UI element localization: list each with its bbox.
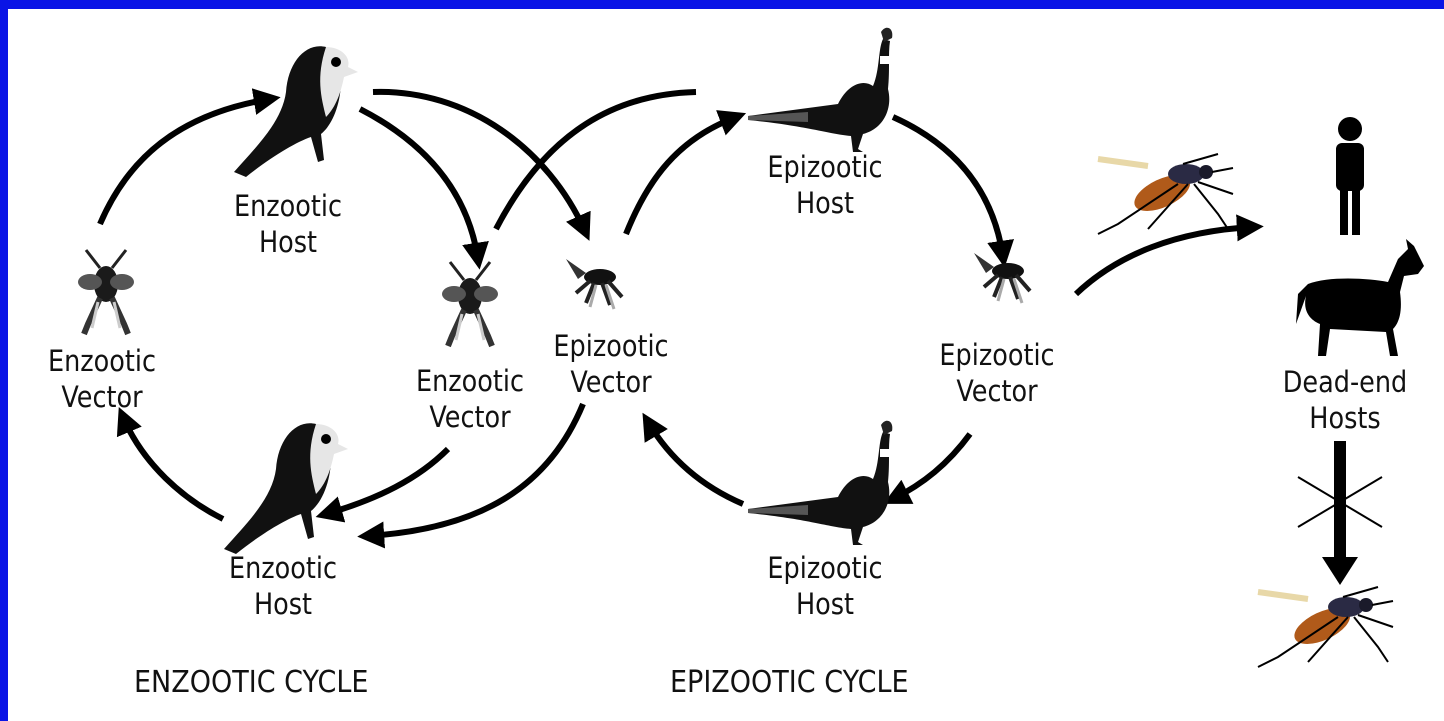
- crossover-arrows: [368, 92, 696, 536]
- enzootic-cycle-title: ENZOOTIC CYCLE: [134, 665, 369, 700]
- label-enzootic-vector-left: Enzootic Vector: [32, 343, 173, 415]
- label-epizootic-host-top: Epizootic Host: [750, 149, 900, 221]
- arrow-enzootic-host-to-epizootic-vector: [373, 92, 585, 231]
- arrow-epi-host-bottom-to-vector: [648, 422, 743, 504]
- label-line-2: Hosts: [1270, 400, 1420, 436]
- arrow-center-vector-to-host-bottom: [326, 449, 448, 514]
- arrow-epi-host-top-to-vector: [893, 117, 1003, 257]
- label-line-1: Epizootic: [536, 328, 686, 364]
- mosquito-icon: [442, 262, 498, 346]
- horse-icon: [1296, 239, 1424, 356]
- mosquito-icon: [974, 253, 1030, 303]
- mosquito-icon: [78, 250, 134, 334]
- label-line-2: Vector: [536, 364, 686, 400]
- label-line-1: Dead-end: [1270, 364, 1420, 400]
- songbird-icon: [234, 46, 358, 177]
- mosquito-icon: [1258, 587, 1393, 667]
- mosquito-icon: [1098, 154, 1233, 234]
- epizootic-cycle-title: EPIZOOTIC CYCLE: [670, 665, 909, 700]
- label-line-2: Vector: [400, 399, 541, 435]
- label-enzootic-host-top: Enzootic Host: [218, 188, 359, 260]
- label-line-2: Host: [750, 185, 900, 221]
- label-line-1: Enzootic: [32, 343, 173, 379]
- label-line-1: Enzootic: [213, 550, 354, 586]
- label-line-1: Epizootic: [922, 337, 1072, 373]
- pheasant-icon: [748, 421, 892, 545]
- human-icon: [1336, 117, 1364, 235]
- arrow-host-bottom-to-vector: [123, 417, 223, 519]
- label-line-1: Enzootic: [218, 188, 359, 224]
- pheasant-icon: [748, 28, 892, 152]
- label-line-2: Vector: [32, 379, 173, 415]
- label-enzootic-vector-center: Enzootic Vector: [400, 363, 541, 435]
- diagram-frame: Enzootic Host Enzootic Host Enzootic Vec…: [8, 9, 1444, 721]
- label-line-1: Enzootic: [400, 363, 541, 399]
- arrow-host-top-to-center-vector: [360, 109, 478, 259]
- label-line-1: Epizootic: [750, 149, 900, 185]
- label-line-1: Epizootic: [750, 550, 900, 586]
- mosquito-icon: [566, 259, 622, 309]
- arrow-vector-to-epi-host-top: [626, 117, 736, 234]
- label-line-2: Host: [213, 586, 354, 622]
- label-enzootic-host-bottom: Enzootic Host: [213, 550, 354, 622]
- label-epizootic-host-bottom: Epizootic Host: [750, 550, 900, 622]
- arrow-spillover-to-dead-end: [1076, 227, 1253, 294]
- blocked-transmission-arrowhead: [1322, 557, 1358, 585]
- arrow-vector-to-epi-host-bottom: [893, 434, 970, 499]
- label-epizootic-vector-right: Epizootic Vector: [922, 337, 1072, 409]
- label-epizootic-vector-center: Epizootic Vector: [536, 328, 686, 400]
- label-line-2: Host: [218, 224, 359, 260]
- label-line-2: Host: [750, 586, 900, 622]
- label-dead-end-hosts: Dead-end Hosts: [1270, 364, 1420, 436]
- label-line-2: Vector: [922, 373, 1072, 409]
- songbird-icon: [224, 423, 348, 554]
